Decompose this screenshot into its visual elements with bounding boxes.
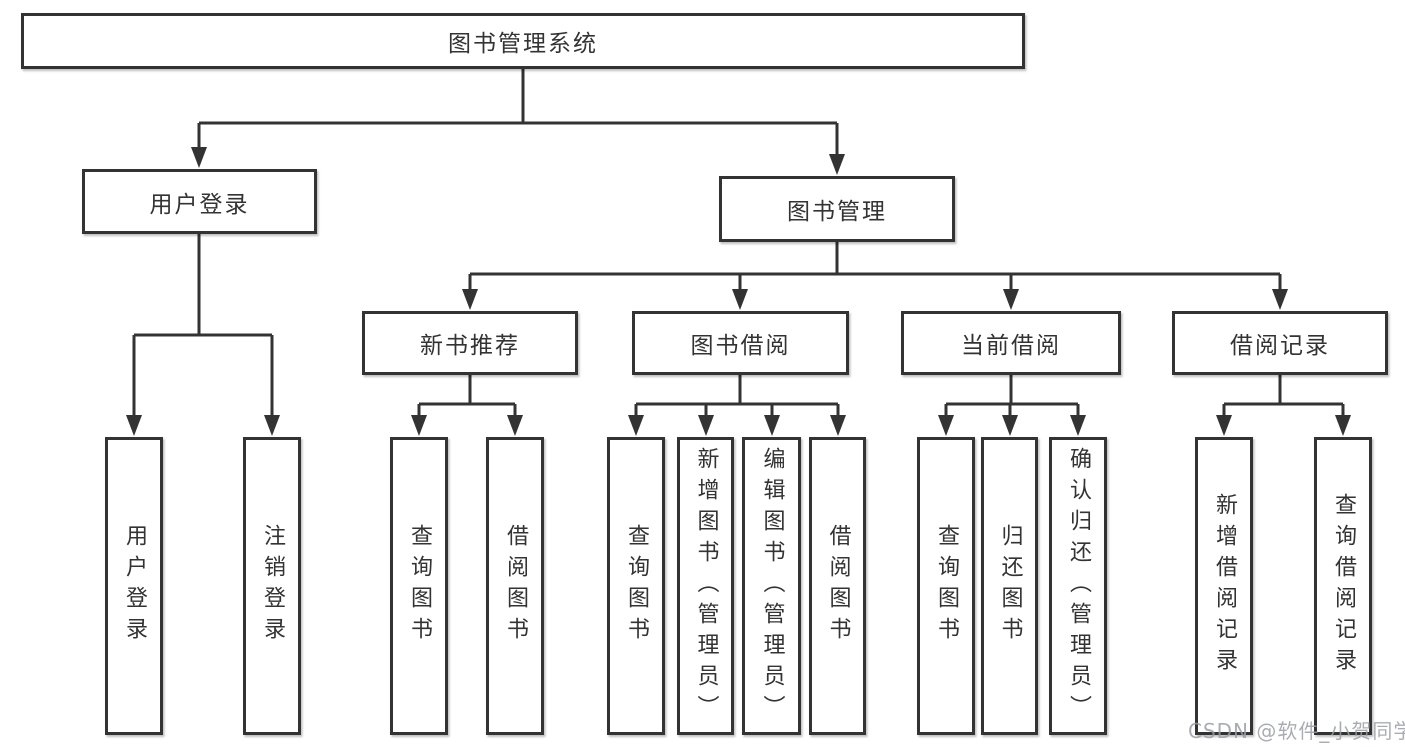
node-root: 图书管理系统 xyxy=(21,13,1025,69)
leaf-logout: 注销登录 xyxy=(243,437,301,735)
node-book-management-label: 图书管理 xyxy=(787,199,887,225)
leaf-add-books-admin: 新增图书（管理员） xyxy=(677,437,734,735)
leaf-return-books: 归还图书 xyxy=(981,437,1038,735)
node-new-book-recommend-label: 新书推荐 xyxy=(420,333,520,359)
leaf-user-login: 用户登录 xyxy=(105,437,163,735)
node-book-borrowing-label: 图书借阅 xyxy=(690,333,791,359)
node-root-label: 图书管理系统 xyxy=(448,31,598,57)
leaf-borrow-books-1: 借阅图书 xyxy=(486,437,544,735)
node-user-login-branch-label: 用户登录 xyxy=(149,191,250,218)
node-borrowing-records-label: 借阅记录 xyxy=(1230,333,1330,359)
leaf-query-borrow-record: 查询借阅记录 xyxy=(1314,437,1372,735)
arrowheads xyxy=(126,147,1351,436)
leaf-edit-books-admin: 编辑图书（管理员） xyxy=(742,437,801,735)
node-current-borrowing-label: 当前借阅 xyxy=(961,333,1061,359)
leaf-query-books-2: 查询图书 xyxy=(607,437,665,735)
leaf-confirm-return-admin: 确认归还（管理员） xyxy=(1049,437,1107,735)
node-book-management: 图书管理 xyxy=(719,176,955,242)
leaf-add-borrow-record: 新增借阅记录 xyxy=(1195,437,1253,735)
node-current-borrowing: 当前借阅 xyxy=(901,311,1121,375)
node-new-book-recommend: 新书推荐 xyxy=(362,311,578,375)
leaf-query-books-1: 查询图书 xyxy=(390,437,448,735)
node-user-login-branch: 用户登录 xyxy=(82,169,317,234)
node-borrowing-records: 借阅记录 xyxy=(1172,311,1388,375)
node-book-borrowing: 图书借阅 xyxy=(632,311,849,375)
leaf-query-books-3: 查询图书 xyxy=(917,437,975,735)
leaf-borrow-books-2: 借阅图书 xyxy=(809,437,866,735)
